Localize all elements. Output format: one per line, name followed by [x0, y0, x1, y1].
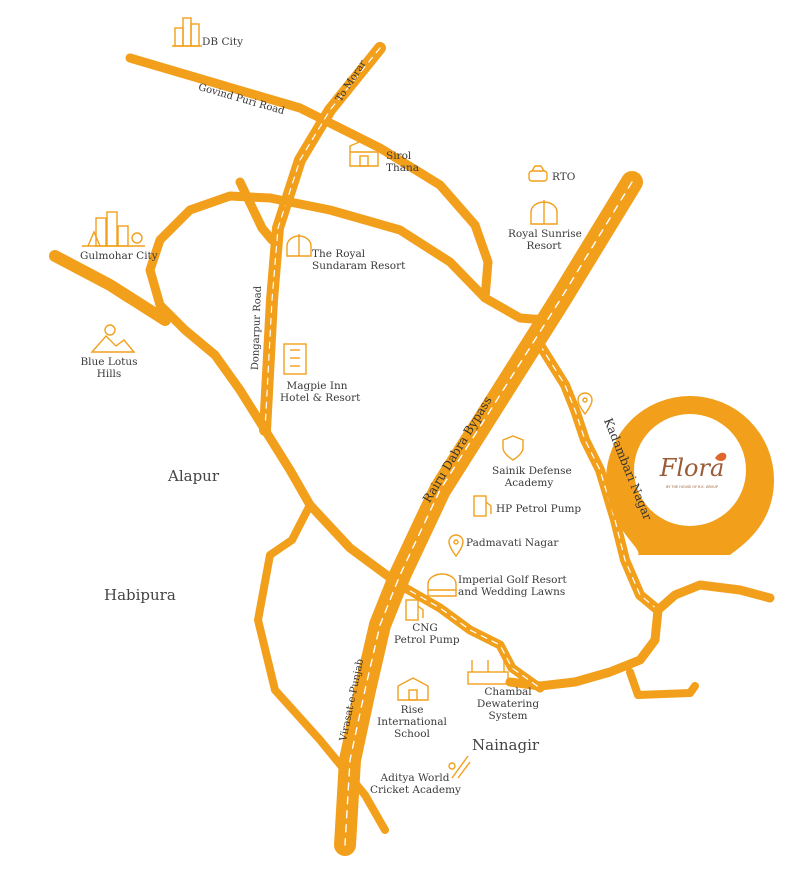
resort-icon: [427, 573, 457, 597]
resort-icon: [530, 200, 558, 225]
road-gulmohar: [49, 250, 171, 326]
area-alapur: Alapur: [168, 467, 220, 485]
area-habipura: Habipura: [104, 586, 176, 604]
shield-icon: [502, 435, 524, 461]
road-dongarpur: [235, 177, 277, 245]
fuel-pump-icon: [405, 599, 424, 621]
school-icon: [397, 677, 429, 701]
brand-tagline: BY THE HOUSE OF R.K. GROUP: [666, 485, 718, 489]
location-pin-icon: [577, 392, 593, 416]
car-icon: [528, 165, 548, 182]
area-nainagir: Nainagir: [472, 736, 540, 754]
label-padmavati: Padmavati Nagar: [466, 537, 559, 549]
label-rto: RTO: [552, 171, 576, 183]
fuel-pump-icon: [473, 495, 492, 517]
government-building-icon: [349, 139, 379, 167]
destination-pin-icon[interactable]: [598, 395, 774, 556]
government-building-icon: [467, 660, 509, 685]
hotel-icon: [283, 343, 307, 375]
building-icon: [172, 17, 202, 47]
road-right-curve: [653, 580, 775, 615]
road-loop: [145, 191, 405, 590]
label-db-city: DB City: [202, 36, 244, 48]
hills-icon: [90, 324, 136, 353]
resort-icon: [286, 234, 312, 257]
label-gulmohar: Gulmohar City: [80, 250, 158, 262]
city-skyline-icon: [82, 211, 145, 247]
brand-logo: Flora: [659, 454, 725, 482]
label-hp-petrol: HP Petrol Pump: [496, 503, 582, 515]
cricket-icon: [448, 755, 471, 779]
location-pin-icon: [448, 534, 464, 558]
